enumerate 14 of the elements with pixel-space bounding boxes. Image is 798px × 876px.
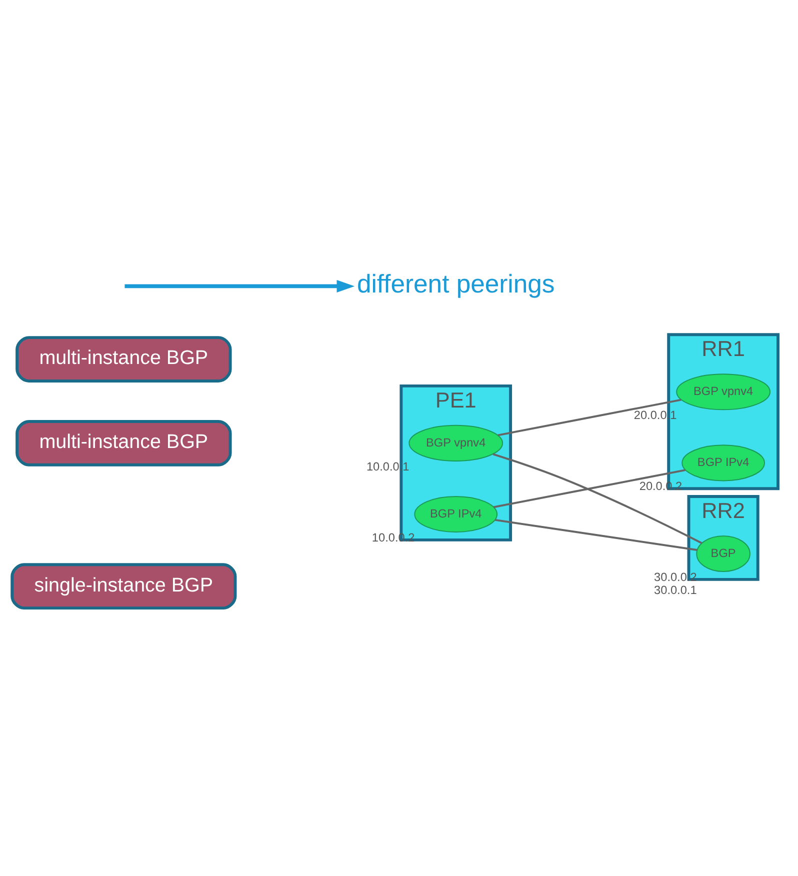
connector: [494, 469, 686, 508]
node-box: multi-instance BGP: [16, 336, 232, 382]
node-ellipse: BGP vpnv4: [676, 374, 770, 410]
node-label: 30.0.0.1: [654, 582, 697, 597]
connector: [495, 518, 698, 551]
node-box: multi-instance BGP: [16, 420, 232, 466]
node-ellipse: BGP IPv4: [682, 444, 765, 482]
arrow: [124, 280, 355, 292]
node-text: different peerings: [356, 270, 555, 298]
node-ellipse: BGP vpnv4: [408, 424, 504, 462]
node-ellipse: BGP IPv4: [414, 496, 498, 533]
node-box: single-instance BGP: [10, 563, 237, 610]
connector: [492, 453, 702, 544]
node-ellipse: BGP: [696, 536, 750, 572]
